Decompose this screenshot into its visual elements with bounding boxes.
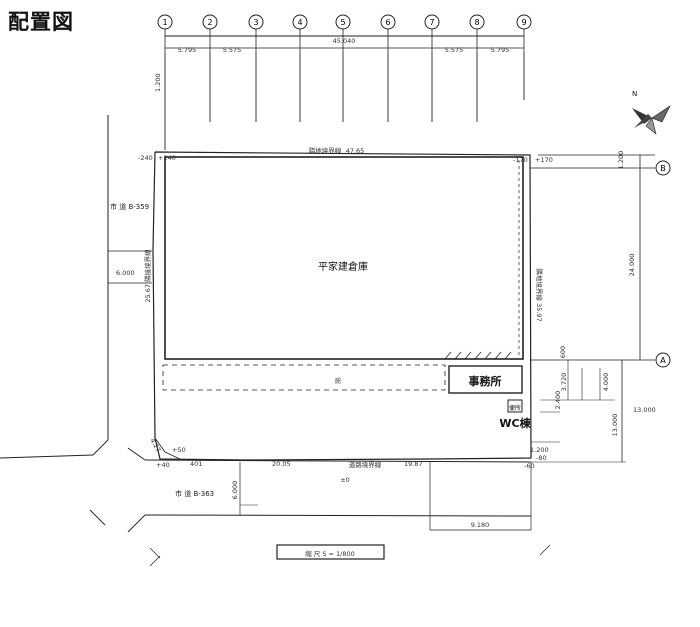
north-label: N — [632, 90, 637, 98]
bottom-dim: 20.05 — [272, 460, 291, 468]
scale-box — [276, 544, 385, 560]
wc-sub-label: 便所 — [509, 404, 521, 412]
right-height-dim: 24.000 — [628, 254, 636, 277]
bottom-dim: 401 — [190, 460, 202, 468]
grid-column-label: 9 — [521, 18, 526, 27]
level-dim: -170 — [513, 156, 528, 164]
grid-row-bubble: B — [655, 160, 671, 176]
grid-column-bubble: 5 — [335, 14, 351, 52]
grid-column-label: 2 — [207, 18, 212, 27]
overall-width: 45.040 — [333, 37, 356, 45]
grid-column-bubble: 8 — [469, 14, 485, 52]
right-boundary-text: 隣地境界線 35.97 — [535, 268, 544, 321]
wc-icon-box — [507, 399, 523, 413]
road-west — [0, 115, 152, 459]
grid-column-label: 7 — [429, 18, 434, 27]
bottom-dim: 1.200 — [530, 446, 549, 454]
scale-label: 縮 尺 S = 1/800 — [305, 549, 355, 558]
bay-dim: 5.795 — [491, 46, 510, 54]
bay-dim: 5.575 — [223, 46, 242, 54]
warehouse-width-dim: 47.65 — [346, 147, 365, 155]
top-offset-dim: 1.200 — [154, 73, 162, 92]
grid-column-bubble: 1 — [157, 14, 173, 52]
grid-row-label: B — [660, 164, 666, 173]
hatch-marks — [444, 351, 512, 360]
grid-column-label: 1 — [162, 18, 167, 27]
grid-column-label: 3 — [253, 18, 258, 27]
grid-column-label: 5 — [340, 18, 345, 27]
grid-column-bubble: 9 — [516, 14, 532, 52]
top-boundary-text: 隣地境界線 — [309, 146, 342, 155]
small-dim: 3.720 — [560, 373, 568, 392]
bottom-road-width-dim: 6.000 — [231, 481, 239, 500]
canopy-outline — [162, 364, 446, 391]
site-boundary — [152, 151, 532, 461]
grid-columns: 1 2 3 4 5 6 7 8 9 — [157, 14, 532, 52]
grid-column-bubble: 6 — [380, 14, 396, 52]
canopy-label: 庇 — [335, 377, 341, 385]
office-box — [448, 365, 523, 394]
warehouse-outline — [164, 156, 524, 360]
road-west-label: 市 道 B-359 — [110, 202, 149, 211]
grid-row-bubble: A — [655, 352, 671, 368]
small-dim: 4.000 — [602, 373, 610, 392]
grid-column-bubble: 7 — [424, 14, 440, 52]
bay-dim: 5.575 — [445, 46, 464, 54]
grid-column-bubble: 3 — [248, 14, 264, 52]
corner-level: +50 — [172, 446, 186, 454]
bottom-dim: 19.87 — [404, 460, 423, 468]
grid-column-label: 4 — [297, 18, 302, 27]
grid-column-label: 8 — [474, 18, 479, 27]
bottom-width-dim: 9.180 — [471, 521, 490, 529]
level-zero: ±0 — [340, 476, 350, 484]
left-road-width-dim: 6.000 — [116, 269, 135, 277]
page-title: 配置図 — [8, 10, 74, 34]
grid-column-bubble: 4 — [292, 14, 308, 52]
corner-level: +40 — [156, 461, 170, 469]
bay-dim: 5.795 — [178, 46, 197, 54]
left-boundary-text: 25.67 隣接境界線 — [143, 249, 152, 303]
grid-column-label: 6 — [385, 18, 390, 27]
road-south — [89, 447, 532, 533]
level-dim: -240 — [138, 154, 153, 162]
level-dim: +170 — [535, 156, 553, 164]
road-south-label: 市 道 B-363 — [175, 489, 214, 498]
parking-lines — [164, 52, 525, 150]
small-dim: 600 — [559, 346, 567, 358]
corner-length: 4.27 — [148, 437, 162, 454]
right-top-dim: 1.200 — [617, 151, 625, 170]
grid-rows: BA — [655, 160, 671, 368]
bottom-dim: -60 — [524, 462, 535, 470]
grid-column-bubble: 2 — [202, 14, 218, 52]
wc-label: WC棟 — [499, 416, 531, 430]
small-dim: 2.400 — [554, 391, 562, 410]
warehouse-label: 平家建倉庫 — [318, 260, 368, 273]
office-label: 事務所 — [469, 374, 502, 388]
right-offset-vertical-dim: 13.000 — [611, 414, 619, 437]
bottom-dim: -80 — [536, 454, 547, 462]
north-arrow-icon: N — [632, 90, 671, 135]
grid-row-label: A — [660, 356, 666, 365]
bottom-boundary-text: 道路境界線 — [349, 460, 382, 469]
right-offset-dim: 13.000 — [633, 406, 656, 414]
level-dim: +240 — [158, 154, 176, 162]
